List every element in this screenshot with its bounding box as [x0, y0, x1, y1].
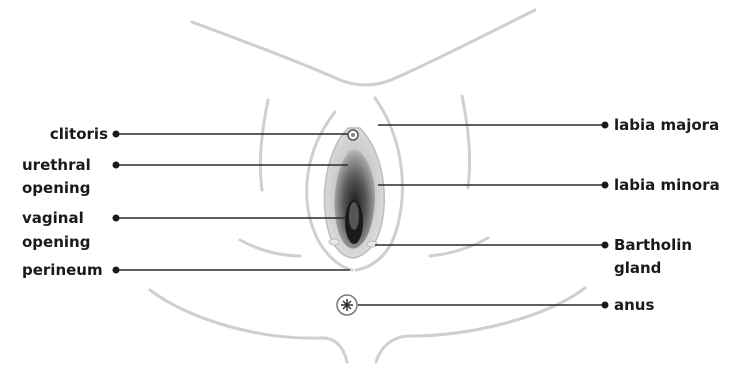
bartholin-gland-shape: [367, 241, 377, 247]
label-vaginal-opening-line1: vaginal: [22, 208, 84, 228]
vaginal-opening-inner: [349, 202, 359, 230]
label-bartholin-gland-line1: Bartholin: [614, 235, 692, 255]
label-bartholin-gland-line2: gland: [614, 258, 661, 278]
label-clitoris: clitoris: [20, 124, 108, 144]
dot-labia-majora: [602, 122, 609, 129]
dot-labia-minora: [602, 182, 609, 189]
label-vaginal-opening-line2: opening: [22, 232, 90, 252]
dot-urethral: [113, 162, 120, 169]
anus-shape: [337, 295, 357, 315]
label-labia-majora: labia majora: [614, 115, 719, 135]
dot-vaginal: [113, 215, 120, 222]
label-labia-minora: labia minora: [614, 175, 720, 195]
dot-perineum: [113, 267, 120, 274]
label-perineum: perineum: [22, 260, 103, 280]
dot-bartholin: [602, 242, 609, 249]
label-urethral-opening-line2: opening: [22, 178, 90, 198]
label-anus: anus: [614, 295, 654, 315]
label-urethral-opening-line1: urethral: [22, 155, 91, 175]
dot-anus: [602, 302, 609, 309]
dot-clitoris: [113, 131, 120, 138]
